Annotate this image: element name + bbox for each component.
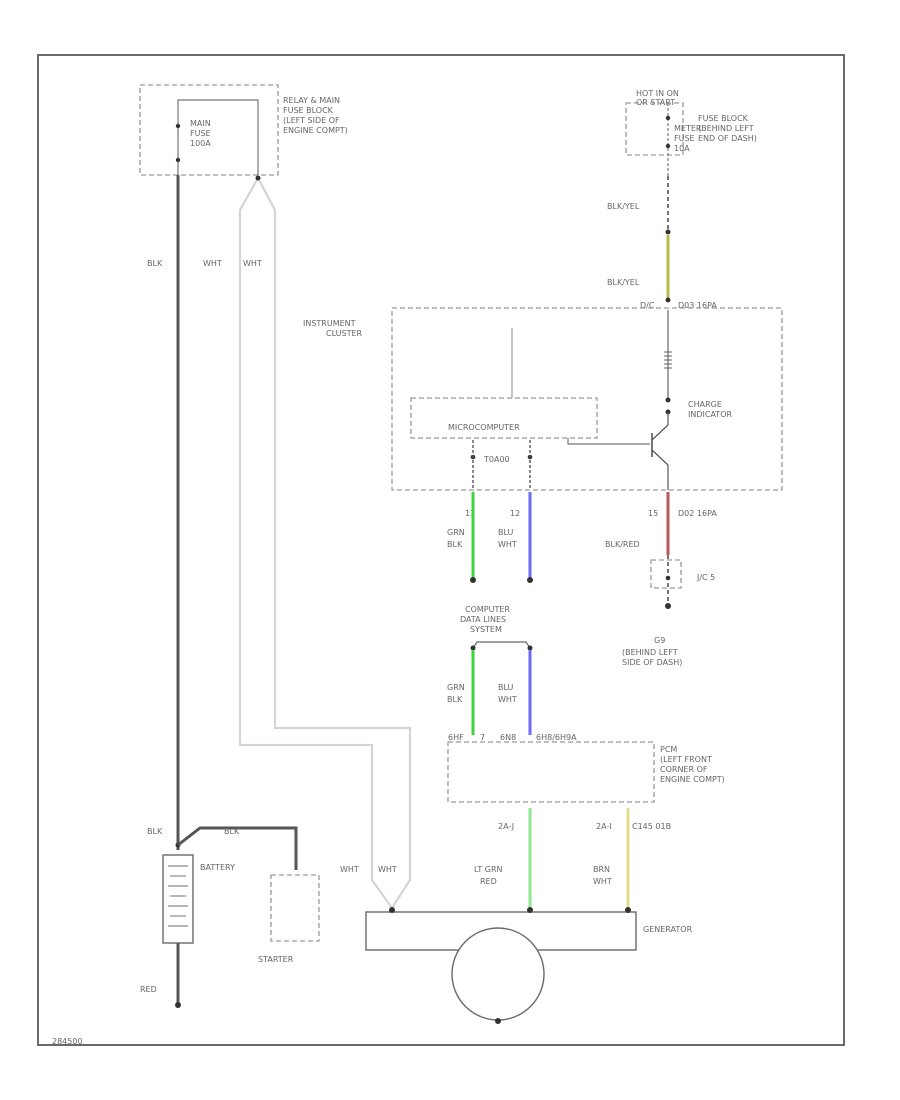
diagram-id: 284500 — [52, 1037, 83, 1046]
lt-grn-red-label: LT GRN RED — [474, 865, 505, 886]
wht-wire-label-a: WHT — [203, 259, 222, 268]
computer-data-lines-label: COMPUTER DATA LINES SYSTEM — [460, 605, 513, 634]
pcm-label: PCM (LEFT FRONT CORNER OF ENGINE COMPT) — [660, 745, 725, 784]
data-lines-bridge — [472, 641, 531, 649]
jc5-outline — [650, 559, 682, 589]
battery-symbol — [162, 854, 194, 944]
transistor-emitter — [651, 449, 669, 466]
pin-label-left: 13 — [465, 509, 475, 518]
diagram-frame — [37, 54, 845, 1046]
meter-fuse-terminal-bottom — [665, 143, 671, 149]
relay-main-fuse-block-label: RELAY & MAIN FUSE BLOCK (LEFT SIDE OF EN… — [283, 96, 348, 135]
cluster-data-pins-label: T0A00 — [483, 455, 510, 464]
pcm-outline — [447, 741, 655, 803]
wht-wire-label-d: WHT — [378, 865, 397, 874]
fuse-block-outline — [625, 102, 684, 156]
cluster-connector-label: D/C — [640, 301, 655, 310]
wht-wire-left — [238, 177, 393, 909]
generator-terminal-s — [625, 907, 631, 913]
grn-blk-end-upper — [470, 577, 476, 583]
starter-label: STARTER — [258, 955, 294, 964]
generator-terminal-b — [389, 907, 395, 913]
starter-cable — [177, 826, 298, 870]
starter-blk-label: BLK — [224, 827, 240, 836]
transistor-base-lead — [567, 438, 650, 445]
grn-blk-label-lower: GRN BLK — [447, 683, 467, 704]
pcm-pin-label-b: 7 — [480, 733, 485, 742]
pcm-pin-right-label: 2A-I — [596, 822, 612, 831]
cluster-connector-code: D03 16PA — [678, 301, 717, 310]
transistor-collector — [651, 424, 669, 441]
hot-in-on-label: HOT IN ON OR START — [636, 89, 681, 107]
pcm-pin-label-c: 6N8 — [500, 733, 516, 742]
grn-blk-label-upper: GRN BLK — [447, 528, 467, 549]
wht-splice-top — [255, 175, 261, 181]
microcomputer-outline — [410, 397, 598, 439]
main-fuse-path — [177, 99, 259, 175]
main-fuse-terminal-top — [175, 123, 181, 129]
cluster-connector-pin — [665, 297, 671, 303]
main-fuse-terminal-bottom — [175, 157, 181, 163]
blu-wht-label-upper: BLU WHT — [498, 528, 517, 549]
instrument-cluster-label: INSTRUMENT CLUSTER — [303, 319, 363, 338]
pcm-pin-label-a: 6HF — [448, 733, 464, 742]
charge-indicator-lamp — [664, 351, 672, 369]
battery-blk-label: BLK — [147, 827, 163, 836]
ground-g9-terminal — [665, 603, 671, 609]
relay-main-fuse-block-outline — [139, 84, 279, 176]
battery-cells — [168, 865, 188, 927]
generator-label: GENERATOR — [643, 925, 693, 934]
blk-red-label: BLK/RED — [605, 540, 640, 549]
blk-yel-label-bottom: BLK/YEL — [607, 278, 640, 287]
charge-indicator-label: CHARGE INDICATOR — [688, 400, 732, 419]
d02-code-label: D02 16PA — [678, 509, 717, 518]
generator-terminal-l — [527, 907, 533, 913]
wht-wire-right — [257, 177, 412, 909]
main-fuse-label: MAIN FUSE 100A — [190, 119, 213, 148]
meter-fuse-terminal-top — [665, 115, 671, 121]
blu-wht-end-lower — [527, 645, 533, 651]
microcomputer-label: MICROCOMPUTER — [448, 423, 520, 432]
blk-wire-label: BLK — [147, 259, 163, 268]
generator-symbol — [451, 927, 545, 1021]
wht-wire-label-b: WHT — [243, 259, 262, 268]
red-wire-label: RED — [140, 985, 157, 994]
starter-outline — [270, 874, 320, 942]
jc5-label: J/C 5 — [696, 573, 715, 582]
blk-yel-connector — [665, 229, 671, 235]
grn-blk-end-lower — [470, 645, 476, 651]
charge-indicator-terminal-top — [665, 397, 671, 403]
pcm-pin-left-label: 2A-J — [498, 822, 514, 831]
generator-ground-terminal — [495, 1018, 501, 1024]
pcm-pin-right-code: C145 01B — [632, 822, 671, 831]
blu-wht-end-upper — [527, 577, 533, 583]
instrument-cluster-outline — [391, 307, 783, 491]
blk-yel-label-top: BLK/YEL — [607, 202, 640, 211]
brn-wht-label: BRN WHT — [593, 865, 613, 886]
pin-label-right: 15 — [648, 509, 658, 518]
wht-wire-label-c: WHT — [340, 865, 359, 874]
blu-wht-label-lower: BLU WHT — [498, 683, 517, 704]
battery-label: BATTERY — [200, 863, 235, 872]
meter-fuse-label: METER FUSE 10A — [674, 124, 704, 153]
pcm-pin-label-d: 6H8/6H9A — [536, 733, 577, 742]
pin-label-mid: 12 — [510, 509, 520, 518]
ground-location-label: (BEHIND LEFT SIDE OF DASH) — [622, 648, 682, 667]
battery-ground-terminal — [175, 1002, 181, 1008]
ground-g9-label: G9 — [654, 636, 665, 645]
fuse-block-label: FUSE BLOCK (BEHIND LEFT END OF DASH) — [698, 114, 757, 143]
jc5-terminal — [665, 575, 671, 581]
